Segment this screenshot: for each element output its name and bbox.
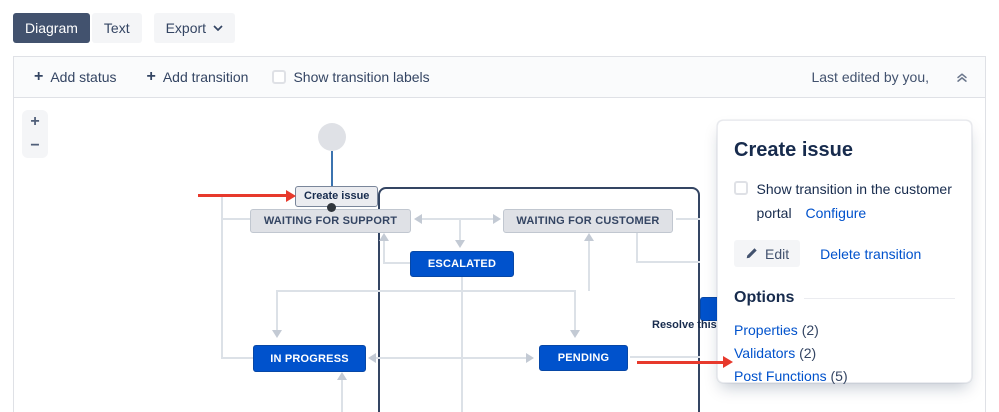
transition-endpoint-dot (327, 203, 336, 212)
post-functions-count: (5) (830, 368, 848, 384)
connector-line (221, 218, 250, 220)
chevron-down-icon (213, 25, 223, 31)
last-edited-status: Last edited by you, (811, 69, 929, 85)
panel-title: Create issue (734, 139, 853, 161)
arrowhead-up (584, 233, 594, 241)
status-waiting-for-support[interactable]: WAITING FOR SUPPORT (250, 209, 411, 233)
arrowhead-up (337, 372, 347, 380)
status-in-progress[interactable]: IN PROGRESS (253, 345, 366, 372)
annotation-arrowhead (286, 190, 296, 202)
arrowhead-left (368, 353, 376, 363)
validators-count: (2) (799, 345, 817, 361)
add-transition-button[interactable]: + Add transition (146, 68, 249, 86)
show-in-portal-checkbox[interactable] (734, 181, 748, 195)
workflow-canvas[interactable]: + − (14, 98, 985, 412)
show-in-portal-label: Show transition in the customer portal (756, 181, 952, 221)
zoom-in-button[interactable]: + (22, 110, 48, 134)
arrowhead-right (526, 353, 534, 363)
start-node[interactable] (318, 123, 346, 151)
tab-text[interactable]: Text (91, 13, 142, 43)
arrowhead-left (414, 214, 422, 224)
create-issue-transition-label[interactable]: Create issue (295, 186, 379, 208)
add-status-button[interactable]: + Add status (34, 68, 117, 86)
connector-line (276, 290, 278, 330)
add-status-label: Add status (50, 69, 117, 85)
status-escalated[interactable]: ESCALATED (410, 251, 514, 277)
connector-line (636, 233, 638, 262)
plus-icon: + (146, 68, 156, 85)
transition-properties-panel: Create issue Show transition in the cust… (717, 120, 972, 384)
add-transition-label: Add transition (162, 69, 249, 85)
zoom-control: + − (22, 110, 48, 158)
show-transition-labels-text: Show transition labels (293, 69, 430, 85)
pencil-icon (746, 248, 757, 259)
connector-line (383, 241, 385, 263)
annotation-arrow-post-functions (637, 361, 723, 364)
arrowhead-down (272, 330, 282, 338)
post-functions-link[interactable]: Post Functions (5) (734, 368, 848, 384)
options-divider (804, 297, 955, 299)
validators-link[interactable]: Validators (2) (734, 345, 817, 361)
diagram-toolbar: + Add status + Add transition Show trans… (14, 57, 985, 98)
connector-line (221, 195, 223, 358)
show-transition-labels-checkbox[interactable] (272, 70, 287, 84)
collapse-toolbar-button[interactable] (953, 68, 971, 86)
connector-line (376, 357, 526, 359)
view-tabbar: Diagram Text Export (13, 13, 236, 43)
plus-icon: + (34, 68, 44, 85)
connector-line (422, 218, 493, 220)
export-menu-button[interactable]: Export (153, 13, 236, 43)
connector-line (276, 290, 575, 292)
selection-region (378, 187, 700, 412)
edit-button[interactable]: Edit (734, 240, 801, 267)
annotation-arrowhead (723, 356, 733, 368)
connector-line (383, 262, 410, 264)
annotation-arrow-create-issue (198, 194, 286, 197)
connector-line (461, 277, 463, 412)
configure-link[interactable]: Configure (805, 205, 867, 221)
arrowhead-up (379, 233, 389, 241)
double-chevron-up-icon (957, 73, 967, 82)
options-title: Options (734, 289, 795, 306)
create-transition-line (331, 151, 333, 186)
connector-line (459, 220, 461, 240)
delete-transition-link[interactable]: Delete transition (820, 245, 922, 262)
connector-line (588, 241, 590, 291)
properties-link[interactable]: Properties (2) (734, 322, 819, 338)
resolve-transition-label[interactable]: Resolve this (652, 319, 717, 331)
status-pending[interactable]: PENDING (539, 345, 628, 371)
tab-diagram[interactable]: Diagram (13, 13, 90, 43)
arrowhead-down (455, 240, 465, 248)
export-label: Export (165, 20, 207, 36)
connector-line (636, 261, 700, 263)
connector-line (676, 218, 700, 220)
edit-label: Edit (765, 245, 790, 262)
connector-line (341, 380, 343, 412)
connector-line (630, 356, 700, 358)
workflow-editor-frame: + Add status + Add transition Show trans… (13, 56, 986, 412)
arrowhead-right (493, 214, 501, 224)
show-transition-labels-toggle: Show transition labels (272, 69, 430, 85)
zoom-out-button[interactable]: − (22, 134, 48, 158)
status-waiting-for-customer[interactable]: WAITING FOR CUSTOMER (503, 209, 673, 233)
connector-line (574, 290, 576, 330)
arrowhead-down (570, 330, 580, 338)
connector-line (221, 357, 253, 359)
properties-count: (2) (801, 322, 819, 338)
